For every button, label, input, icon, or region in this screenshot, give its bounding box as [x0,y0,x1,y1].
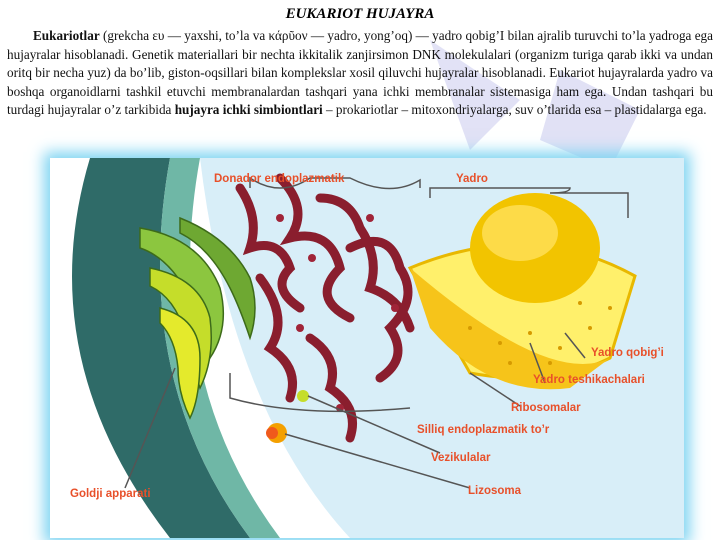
intro-text-2: – prokariotlar – mitoxondriyalarga, suv … [322,102,707,118]
label-donador: Donador endoplazmatik [214,173,345,185]
bracket-silliq [229,373,411,413]
label-yadro-qobigi: Yadro qobig’i [591,347,664,359]
label-silliq: Silliq endoplazmatik to’r [417,424,550,436]
golgi-apparatus [139,216,256,420]
nucleus [407,193,637,390]
label-goldji: Goldji apparati [70,488,151,500]
term-simbiontlar: hujayra ichki simbiontlari [174,102,323,118]
cell-diagram: Donador endoplazmatik Yadro Yadro qobig’… [50,158,684,538]
lysosome [266,427,278,439]
intro-paragraph: Eukariotlar (grekcha ευ — yaxshi, to’la … [7,27,713,120]
label-yadro: Yadro [456,173,488,185]
bracket-donador [249,176,421,190]
label-ribosomalar: Ribosomalar [511,402,581,414]
bracket-yadro [429,187,629,218]
intro-text-1: (grekcha ευ — yaxshi, to’la va κάρῦον — … [7,28,713,118]
cell-illustration [72,158,684,538]
label-lizosoma: Lizosoma [468,485,522,497]
label-vezikulalar: Vezikulalar [431,452,491,464]
term-eukariotlar: Eukariotlar [33,28,100,43]
label-yadro-teshik: Yadro teshikachalari [533,374,645,386]
vesicle-small [297,390,309,402]
cell-membrane [72,158,250,538]
page-title: EUKARIOT HUJAYRA [285,6,435,22]
endoplasmic-reticulum [235,173,415,443]
ribosomes [276,214,399,412]
